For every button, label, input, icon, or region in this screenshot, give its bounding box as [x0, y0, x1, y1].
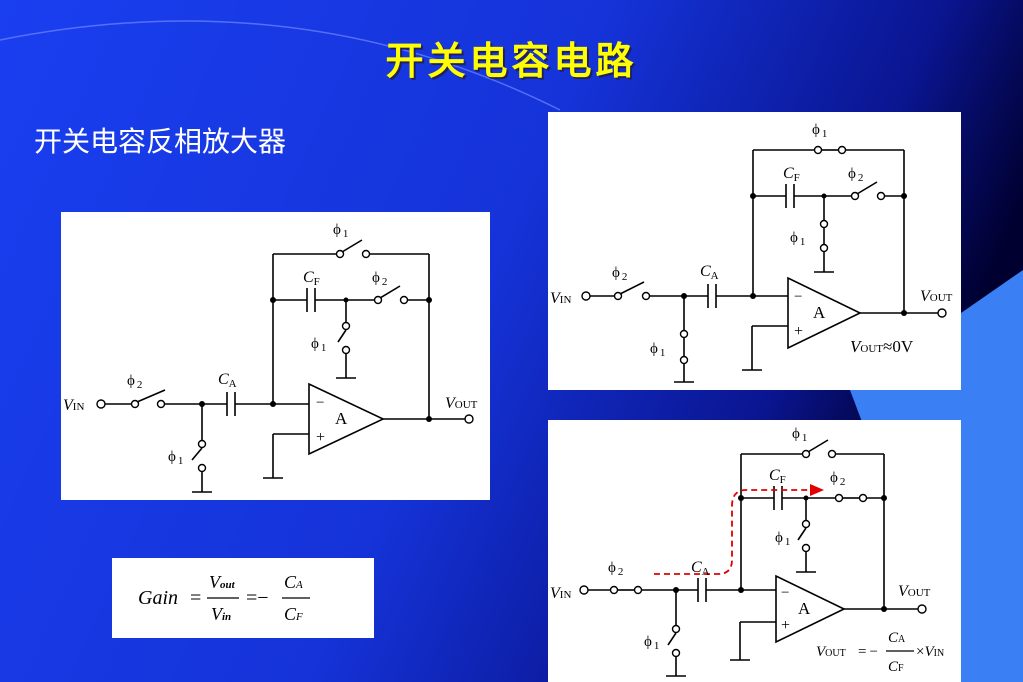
svg-text:CA: CA	[888, 630, 906, 646]
opamp-label: A	[813, 303, 826, 322]
svg-text:VOUT: VOUT	[445, 395, 478, 412]
switch-phi1-shunt	[191, 447, 203, 461]
opamp-plus: +	[794, 323, 803, 340]
vout-approx-zero: VOUT≈0V	[850, 337, 914, 356]
opamp-triangle	[775, 574, 846, 644]
svg-text:=−: =−	[858, 644, 878, 660]
switch-phi1-feedback	[341, 239, 363, 253]
switch-phi2-input	[619, 281, 645, 295]
svg-text:ϕ1: ϕ1	[333, 222, 348, 240]
svg-text:VOUT: VOUT	[816, 644, 846, 660]
gain-formula: Gain = Vout Vin =− CA CF	[138, 572, 310, 624]
svg-text:CA: CA	[218, 371, 237, 390]
svg-text:CA: CA	[691, 559, 710, 578]
svg-text:CA: CA	[700, 263, 719, 282]
svg-text:ϕ1: ϕ1	[775, 530, 790, 548]
svg-text:ϕ1: ϕ1	[644, 634, 659, 652]
svg-text:×VIN: ×VIN	[916, 644, 944, 660]
opamp-triangle	[308, 382, 385, 456]
opamp-minus: −	[781, 585, 789, 601]
vin-terminal	[581, 291, 591, 301]
svg-text:ϕ1: ϕ1	[790, 230, 805, 248]
svg-text:ϕ2: ϕ2	[830, 470, 845, 488]
gain-formula-panel: Gain = Vout Vin =− CA CF	[112, 558, 374, 638]
svg-text:ϕ1: ϕ1	[650, 341, 665, 359]
svg-text:ϕ1: ϕ1	[311, 336, 326, 354]
svg-text:Vout: Vout	[209, 572, 236, 592]
svg-text:VOUT: VOUT	[920, 288, 953, 305]
svg-text:VOUT: VOUT	[898, 583, 931, 600]
opamp-minus: −	[316, 395, 324, 411]
svg-text:CA: CA	[284, 572, 303, 592]
svg-text:VIN: VIN	[550, 585, 571, 602]
charge-flow-arrow	[654, 489, 810, 575]
svg-text:ϕ1: ϕ1	[168, 449, 183, 467]
vin-terminal	[579, 585, 589, 595]
switch-phi1-shunt	[667, 632, 677, 646]
opamp-label: A	[798, 599, 811, 618]
opamp-plus: +	[781, 617, 790, 634]
svg-text:ϕ2: ϕ2	[372, 270, 387, 288]
svg-text:CF: CF	[769, 467, 786, 486]
switch-phi1-cf	[797, 527, 807, 541]
opamp-minus: −	[794, 289, 802, 305]
svg-text:ϕ2: ϕ2	[612, 265, 627, 283]
gain-neg: =−	[246, 587, 269, 609]
opamp-plus: +	[316, 429, 325, 446]
svg-text:CF: CF	[303, 269, 320, 288]
slide-subtitle: 开关电容反相放大器	[34, 125, 287, 158]
svg-text:CF: CF	[783, 165, 800, 184]
vout-terminal	[464, 414, 474, 424]
svg-text:ϕ1: ϕ1	[792, 426, 807, 444]
svg-text:VIN: VIN	[63, 397, 84, 414]
svg-text:ϕ2: ϕ2	[608, 560, 623, 578]
svg-text:CF: CF	[284, 604, 303, 624]
gain-eq: =	[190, 587, 201, 609]
vout-terminal	[917, 604, 927, 614]
slide-title: 开关电容电路	[385, 38, 638, 83]
svg-text:ϕ1: ϕ1	[812, 122, 827, 140]
switch-phi2-feedback	[379, 285, 401, 299]
svg-text:ϕ2: ϕ2	[848, 166, 863, 184]
switch-phi2-feedback	[856, 181, 878, 195]
svg-text:CF: CF	[888, 659, 904, 675]
svg-text:ϕ2: ϕ2	[127, 373, 142, 391]
vout-equation: VOUT =− CA CF ×VIN	[816, 630, 944, 675]
vout-terminal	[937, 308, 947, 318]
gain-label: Gain	[138, 587, 178, 609]
vin-terminal	[96, 399, 106, 409]
charge-flow-arrowhead	[810, 484, 824, 496]
switch-phi1-feedback	[807, 439, 829, 453]
switch-phi2-input	[136, 389, 166, 403]
opamp-triangle	[787, 276, 862, 350]
switch-phi1-cf	[337, 329, 347, 343]
opamp-label: A	[335, 409, 348, 428]
svg-text:VIN: VIN	[550, 290, 571, 307]
svg-text:Vin: Vin	[211, 604, 231, 624]
